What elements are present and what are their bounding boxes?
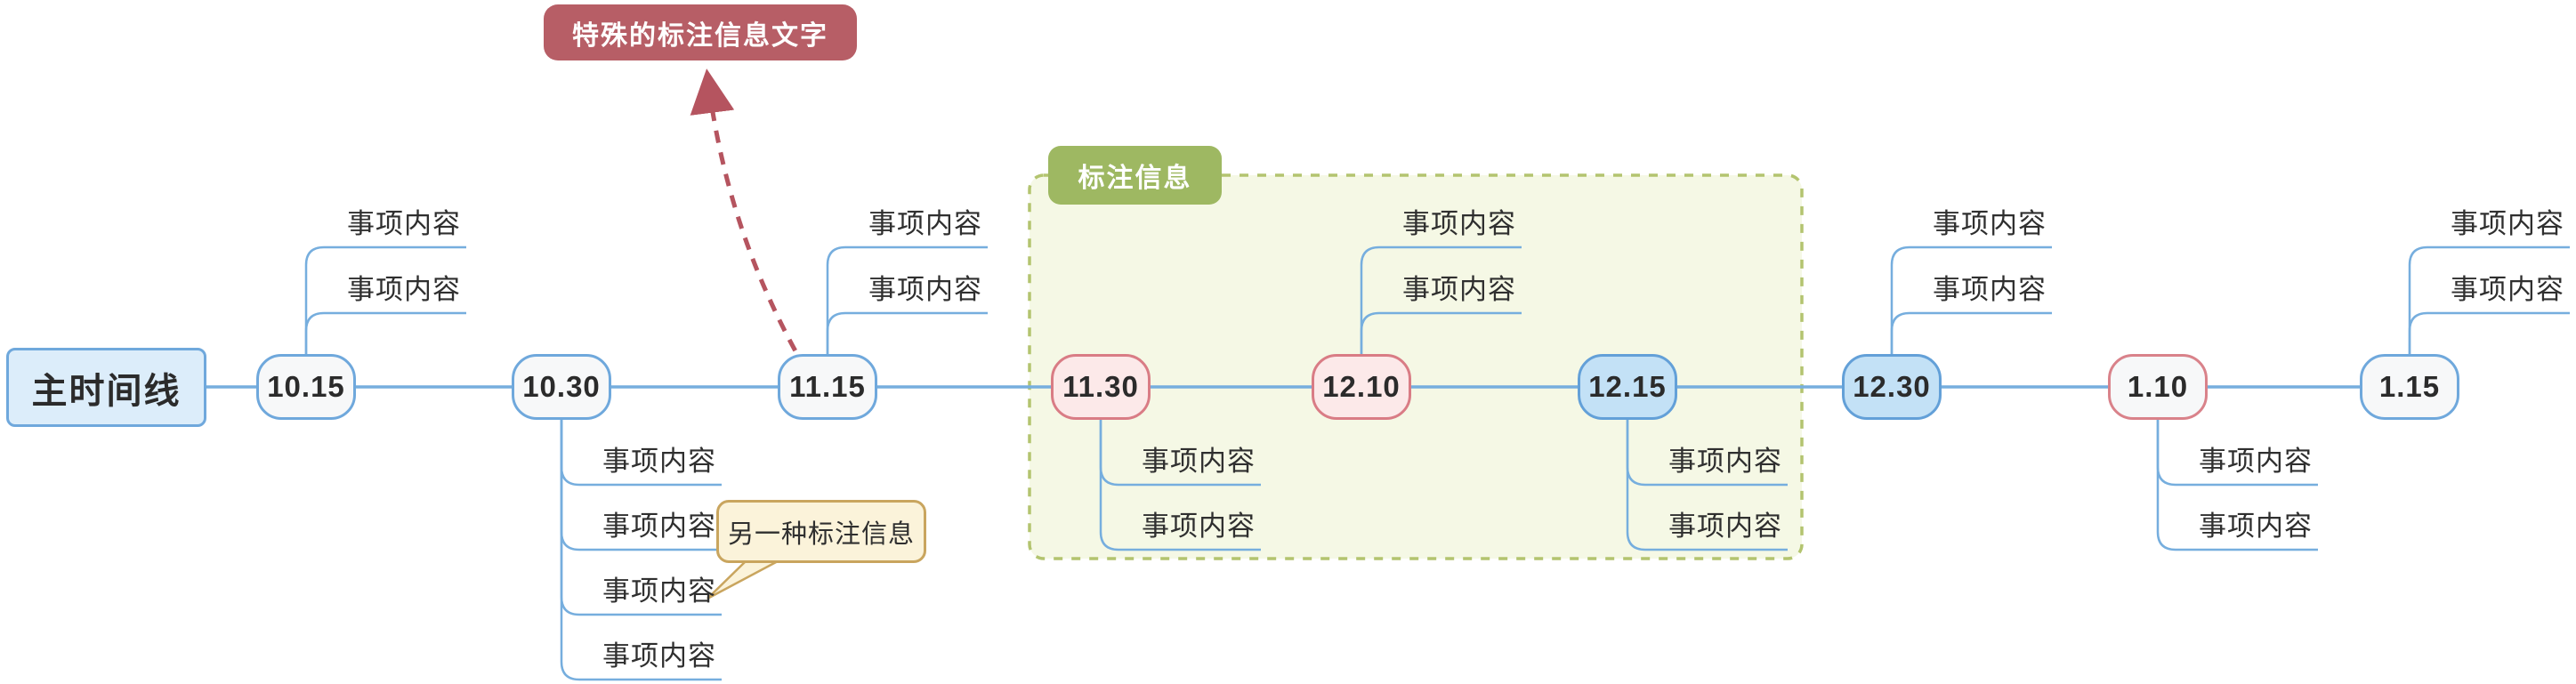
item-label[interactable]: 事项内容 <box>1668 511 1782 542</box>
item-label[interactable]: 事项内容 <box>602 575 716 607</box>
item-label[interactable]: 事项内容 <box>1142 446 1256 477</box>
item-label[interactable]: 事项内容 <box>2451 274 2564 305</box>
item-label[interactable]: 事项内容 <box>2199 446 2313 477</box>
item-label[interactable]: 事项内容 <box>602 446 716 477</box>
annotation-group-box[interactable] <box>1028 173 1804 560</box>
item-label[interactable]: 事项内容 <box>1402 208 1516 239</box>
item-label[interactable]: 事项内容 <box>2451 208 2564 239</box>
branch-connectors <box>304 245 2570 681</box>
dashed-arrow <box>690 68 809 372</box>
item-label[interactable]: 事项内容 <box>1933 274 2047 305</box>
item-label[interactable]: 事项内容 <box>602 511 716 542</box>
timeline-node-10.30[interactable]: 10.30 <box>512 354 611 420</box>
item-label[interactable]: 事项内容 <box>347 208 461 239</box>
special-callout[interactable]: 特殊的标注信息文字 <box>544 4 857 60</box>
bubble-callout-tail <box>707 559 779 600</box>
item-label[interactable]: 事项内容 <box>602 640 716 672</box>
group-box-label[interactable]: 标注信息 <box>1048 146 1222 205</box>
timeline-node-12.30[interactable]: 12.30 <box>1842 354 1942 420</box>
item-label[interactable]: 事项内容 <box>1402 274 1516 305</box>
item-label[interactable]: 事项内容 <box>347 274 461 305</box>
item-label[interactable]: 事项内容 <box>1933 208 2047 239</box>
item-label[interactable]: 事项内容 <box>2199 511 2313 542</box>
item-label[interactable]: 事项内容 <box>1142 511 1256 542</box>
item-label[interactable]: 事项内容 <box>868 274 982 305</box>
timeline-node-11.30[interactable]: 11.30 <box>1051 354 1151 420</box>
timeline-node-12.15[interactable]: 12.15 <box>1578 354 1677 420</box>
timeline-node-1.15[interactable]: 1.15 <box>2360 354 2459 420</box>
timeline-node-12.10[interactable]: 12.10 <box>1312 354 1411 420</box>
main-timeline-title[interactable]: 主时间线 <box>6 348 206 427</box>
bubble-callout[interactable]: 另一种标注信息 <box>716 500 926 563</box>
item-label[interactable]: 事项内容 <box>868 208 982 239</box>
timeline-node-10.15[interactable]: 10.15 <box>256 354 356 420</box>
timeline-node-1.10[interactable]: 1.10 <box>2108 354 2208 420</box>
item-label[interactable]: 事项内容 <box>1668 446 1782 477</box>
timeline-node-11.15[interactable]: 11.15 <box>778 354 877 420</box>
